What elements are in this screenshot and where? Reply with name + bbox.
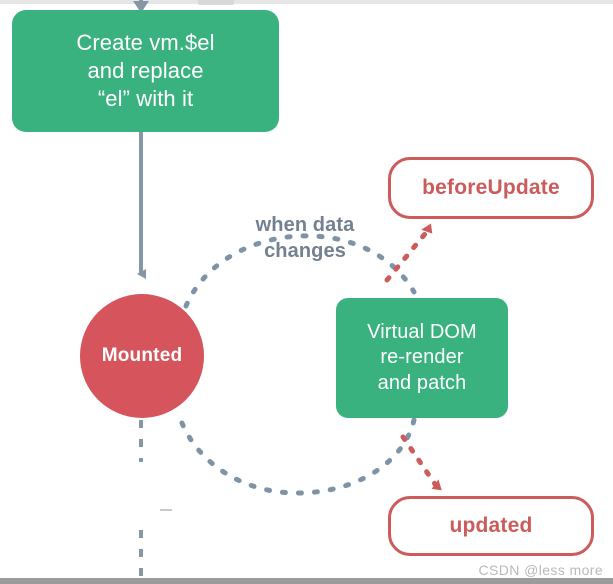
node-virtual-dom-line1: Virtual DOM (367, 320, 477, 343)
edge-virtual-dom-to-mounted-lower (177, 415, 417, 496)
edge-mounted-down-continue (139, 420, 172, 578)
edge-into-create-el (133, 0, 149, 13)
node-create-el-line1: Create vm.$el (76, 29, 215, 55)
node-virtual-dom-label: Virtual DOM re-render and patch (367, 320, 477, 397)
node-create-el[interactable]: Create vm.$el and replace “el” with it (12, 10, 279, 132)
node-before-update[interactable]: beforeUpdate (388, 157, 594, 219)
node-virtual-dom-line3: and patch (377, 371, 467, 394)
node-updated[interactable]: updated (388, 496, 594, 556)
cropped-upstream-node (198, 0, 234, 5)
node-create-el-line2: and replace (87, 57, 204, 83)
annotation-when-data-changes-line2: changes (264, 240, 346, 262)
node-virtual-dom-line2: re-render (380, 346, 464, 369)
annotation-when-data-changes: when data changes (222, 212, 388, 264)
node-create-el-line3: “el” with it (97, 86, 194, 112)
page-top-strip (0, 0, 613, 4)
annotation-when-data-changes-line1: when data (255, 214, 355, 236)
edge-to-updated (400, 434, 442, 491)
page-bottom-strip (0, 578, 613, 584)
node-virtual-dom[interactable]: Virtual DOM re-render and patch (336, 298, 508, 418)
node-updated-label: updated (449, 514, 533, 537)
node-before-update-label: beforeUpdate (422, 176, 560, 199)
node-mounted-label: Mounted (101, 345, 183, 366)
csdn-watermark: CSDN @less more (478, 562, 603, 578)
edge-to-before-update (384, 223, 433, 283)
node-mounted[interactable]: Mounted (80, 294, 204, 418)
node-create-el-label: Create vm.$el and replace “el” with it (76, 29, 214, 113)
